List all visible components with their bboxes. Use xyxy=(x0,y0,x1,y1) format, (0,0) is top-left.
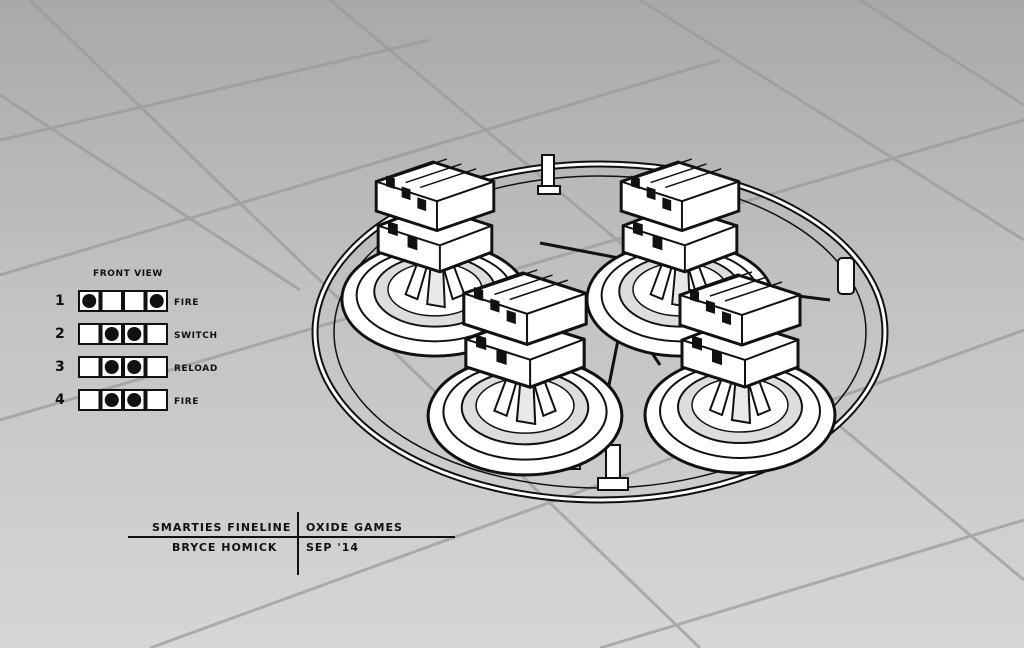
studio-name: OXIDE GAMES xyxy=(306,521,403,534)
artist-name: BRYCE HOMICK xyxy=(172,541,277,554)
front-view-row-number: 2 xyxy=(55,326,66,342)
front-view-row-number: 3 xyxy=(55,359,66,375)
barrel-strip xyxy=(78,389,168,411)
barrel-active-dot xyxy=(104,360,119,374)
barrel-cell xyxy=(125,292,144,310)
barrel-cell xyxy=(80,325,99,343)
barrel-cell xyxy=(147,325,166,343)
barrel-active-dot xyxy=(104,393,119,407)
barrel-strip xyxy=(78,290,168,312)
barrel-active-dot xyxy=(149,294,164,308)
sketch-date: SEP '14 xyxy=(306,541,359,554)
front-view-row-number: 1 xyxy=(55,293,66,309)
front-view-row-1: 1 FIRE xyxy=(55,290,199,312)
ring-track xyxy=(311,160,889,504)
front-view-row-label: RELOAD xyxy=(174,364,218,374)
barrel-active-dot xyxy=(127,327,142,341)
barrel-active-dot xyxy=(104,327,119,341)
barrel-cell xyxy=(147,358,166,376)
credits-block: SMARTIES FINELINE OXIDE GAMES BRYCE HOMI… xyxy=(128,512,455,575)
front-view-title: FRONT VIEW xyxy=(93,269,163,279)
barrel-active-dot xyxy=(82,294,97,308)
front-view-row-label: SWITCH xyxy=(174,331,218,341)
barrel-cell xyxy=(102,292,121,310)
barrel-active-dot xyxy=(127,360,142,374)
front-view-row-label: FIRE xyxy=(174,397,199,407)
barrel-cell xyxy=(147,391,166,409)
front-view-row-number: 4 xyxy=(55,392,66,408)
front-view-row-2: 2 SWITCH xyxy=(55,323,218,345)
project-name: SMARTIES FINELINE xyxy=(152,521,291,534)
barrel-active-dot xyxy=(127,393,142,407)
barrel-strip xyxy=(78,323,168,345)
barrel-cell xyxy=(80,391,99,409)
front-view-row-3: 3 RELOAD xyxy=(55,356,218,378)
front-view-row-4: 4 FIRE xyxy=(55,389,199,411)
front-view-row-label: FIRE xyxy=(174,298,199,308)
barrel-cell xyxy=(80,358,99,376)
barrel-strip xyxy=(78,356,168,378)
